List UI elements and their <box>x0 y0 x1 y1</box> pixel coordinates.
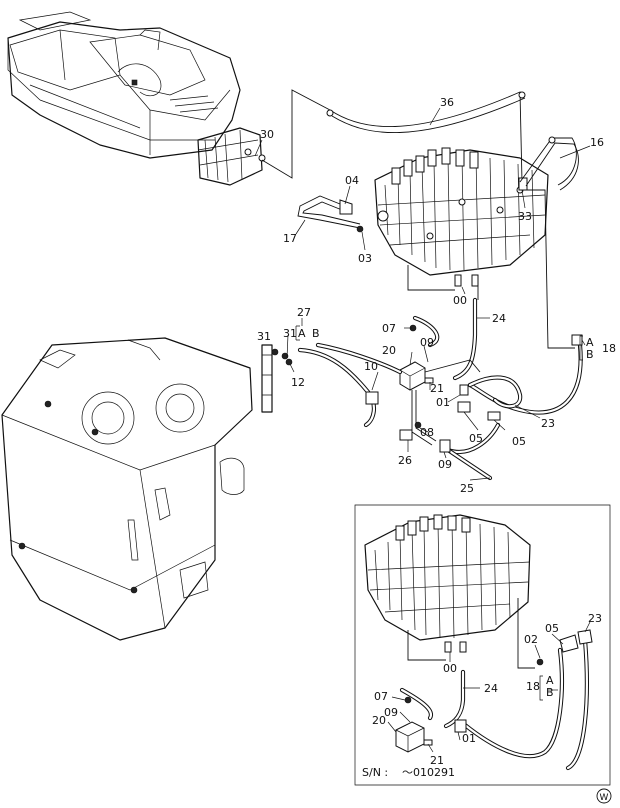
inset-label-B: B <box>546 686 554 699</box>
bracket-31 <box>261 344 289 413</box>
label-05-right: 05 <box>512 435 526 448</box>
label-33: 33 <box>518 210 532 223</box>
hose-16 <box>519 137 577 186</box>
label-05-left: 05 <box>469 432 483 445</box>
label-21: 21 <box>430 382 444 395</box>
inset-labels: 00 02 05 23 18 A B 24 07 09 20 01 21 <box>372 612 602 767</box>
label-03: 03 <box>358 252 372 265</box>
machine-valve-thumb <box>197 127 266 186</box>
label-00: 00 <box>453 294 467 307</box>
label-04: 04 <box>345 174 359 187</box>
inset-label-24: 24 <box>484 682 498 695</box>
inset-label-00: 00 <box>443 662 457 675</box>
serial-value: ～010291 <box>402 766 455 779</box>
label-B-18: B <box>586 348 594 361</box>
inset-label-01: 01 <box>462 732 476 745</box>
block-20 <box>399 324 501 421</box>
inset-label-07: 07 <box>374 690 388 703</box>
serial-number: S/N : ～010291 <box>362 766 455 779</box>
label-31-right: 31 <box>283 327 297 340</box>
label-12: 12 <box>291 376 305 389</box>
excavator-overview <box>7 11 241 159</box>
inset-label-23: 23 <box>588 612 602 625</box>
hose-24 <box>452 297 478 381</box>
label-A: A <box>298 327 306 340</box>
inset-label-09: 09 <box>384 706 398 719</box>
label-30: 30 <box>260 128 274 141</box>
label-26: 26 <box>398 454 412 467</box>
label-18: 18 <box>602 342 616 355</box>
label-09: 09 <box>420 336 434 349</box>
inset-label-18: 18 <box>526 680 540 693</box>
label-23: 23 <box>541 417 555 430</box>
inset-label-20: 20 <box>372 714 386 727</box>
label-B: B <box>312 327 320 340</box>
inset-panel <box>354 504 611 786</box>
label-20: 20 <box>382 344 396 357</box>
label-10: 10 <box>364 360 378 373</box>
label-01: 01 <box>436 396 450 409</box>
label-36: 36 <box>440 96 454 109</box>
corner-mark-letter: W <box>600 793 609 803</box>
inset-label-21: 21 <box>430 754 444 767</box>
label-09-lower: 09 <box>438 458 452 471</box>
serial-prefix: S/N : <box>362 766 388 779</box>
pipe-17 <box>297 195 361 229</box>
label-25: 25 <box>460 482 474 495</box>
leader-lines <box>254 107 591 753</box>
inset-label-A: A <box>546 674 554 687</box>
label-A-18: A <box>586 336 594 349</box>
inset-label-05: 05 <box>545 622 559 635</box>
inset-label-02: 02 <box>524 633 538 646</box>
hose-36-path-2 <box>331 97 526 134</box>
machine-frame <box>1 337 253 641</box>
label-24: 24 <box>492 312 506 325</box>
control-valve-main <box>374 147 549 276</box>
fittings-00 <box>454 274 479 287</box>
label-17: 17 <box>283 232 297 245</box>
label-07: 07 <box>382 322 396 335</box>
label-16: 16 <box>590 136 604 149</box>
label-31-left: 31 <box>257 330 271 343</box>
part-labels: 36 30 16 04 17 03 33 00 27 A B 31 31 07 … <box>257 96 616 495</box>
label-08: 08 <box>420 426 434 439</box>
corner-mark: W <box>596 788 612 804</box>
label-27: 27 <box>297 306 311 319</box>
